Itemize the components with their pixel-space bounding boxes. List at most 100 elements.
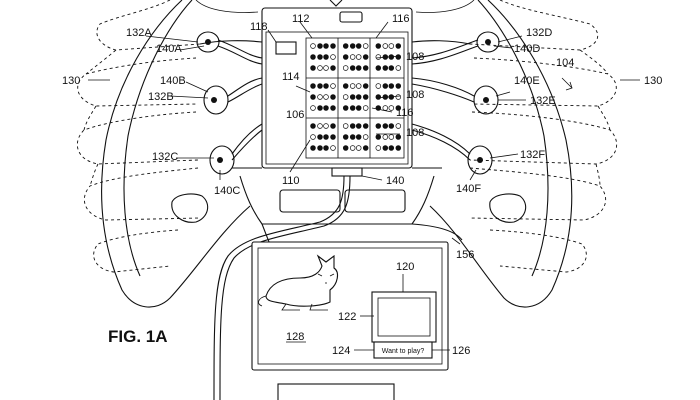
braille-dot bbox=[395, 65, 402, 71]
braille-dot bbox=[310, 54, 316, 60]
braille-dot bbox=[388, 123, 395, 129]
braille-dot bbox=[375, 94, 382, 100]
braille-dot bbox=[375, 123, 382, 129]
braille-dot bbox=[342, 83, 349, 89]
braille-dot bbox=[330, 105, 336, 111]
braille-dot bbox=[382, 83, 389, 89]
braille-dot bbox=[342, 94, 349, 100]
braille-dot bbox=[330, 94, 336, 100]
braille-dot bbox=[310, 43, 316, 49]
braille-dot bbox=[382, 105, 389, 111]
braille-dot bbox=[310, 94, 316, 100]
ref-112: 112 bbox=[292, 13, 310, 25]
braille-dot bbox=[323, 145, 329, 151]
braille-dot bbox=[388, 134, 395, 140]
actuators bbox=[196, 31, 500, 175]
braille-dot bbox=[342, 145, 349, 151]
braille-dot bbox=[349, 83, 356, 89]
braille-dot bbox=[395, 105, 402, 111]
braille-dot bbox=[375, 145, 382, 151]
ref-140C: 140C bbox=[214, 185, 240, 197]
braille-dot bbox=[388, 105, 395, 111]
ref-108-top: 108 bbox=[406, 51, 424, 63]
braille-dot bbox=[355, 105, 362, 111]
braille-dot bbox=[355, 65, 362, 71]
figure-label: FIG. 1A bbox=[108, 327, 168, 346]
ref-140D: 140D bbox=[514, 43, 540, 55]
braille-dot bbox=[317, 145, 323, 151]
braille-dot bbox=[355, 54, 362, 60]
ref-132D: 132D bbox=[526, 27, 552, 39]
braille-dot bbox=[317, 43, 323, 49]
ref-110: 110 bbox=[282, 175, 300, 187]
ref-140B: 140B bbox=[160, 75, 186, 87]
braille-dot bbox=[349, 94, 356, 100]
braille-dot bbox=[349, 54, 356, 60]
actuator-cables bbox=[217, 39, 479, 161]
braille-dot bbox=[355, 134, 362, 140]
braille-dot bbox=[362, 123, 369, 129]
braille-dot bbox=[310, 123, 316, 129]
braille-dot bbox=[382, 43, 389, 49]
braille-dot bbox=[382, 145, 389, 151]
braille-dot bbox=[395, 54, 402, 60]
braille-dot bbox=[323, 54, 329, 60]
ref-118: 118 bbox=[250, 21, 268, 33]
reference-labels: 132A 140A 130 140B 132B 132C 140C 118 11… bbox=[62, 13, 662, 357]
braille-dot bbox=[349, 134, 356, 140]
braille-dot bbox=[382, 65, 389, 71]
screen-prompt: Want to play? bbox=[382, 348, 425, 355]
braille-dot bbox=[330, 83, 336, 89]
braille-dot bbox=[323, 134, 329, 140]
ref-140: 140 bbox=[386, 175, 404, 187]
braille-dot bbox=[323, 43, 329, 49]
braille-dot bbox=[395, 145, 402, 151]
ref-128: 128 bbox=[286, 331, 304, 343]
braille-dot bbox=[388, 83, 395, 89]
braille-dot bbox=[375, 54, 382, 60]
braille-dot bbox=[317, 134, 323, 140]
ref-108-bot: 108 bbox=[406, 127, 424, 139]
braille-dot bbox=[349, 123, 356, 129]
braille-dot bbox=[362, 134, 369, 140]
ref-106: 106 bbox=[286, 109, 304, 121]
braille-dot bbox=[330, 43, 336, 49]
braille-dot bbox=[362, 54, 369, 60]
ref-132B: 132B bbox=[148, 91, 174, 103]
right-hand bbox=[469, 0, 618, 273]
braille-dot bbox=[317, 105, 323, 111]
ref-130-left: 130 bbox=[62, 75, 80, 87]
braille-dot bbox=[375, 134, 382, 140]
braille-dot bbox=[310, 65, 316, 71]
braille-dot bbox=[323, 94, 329, 100]
braille-dot bbox=[362, 43, 369, 49]
braille-dot bbox=[310, 134, 316, 140]
braille-dot bbox=[362, 83, 369, 89]
braille-dot bbox=[323, 83, 329, 89]
braille-dot bbox=[323, 65, 329, 71]
braille-dot bbox=[362, 65, 369, 71]
braille-dot bbox=[310, 105, 316, 111]
braille-dot bbox=[330, 54, 336, 60]
ref-116-top: 116 bbox=[392, 13, 410, 25]
braille-dot bbox=[355, 43, 362, 49]
braille-dot bbox=[342, 134, 349, 140]
braille-dot bbox=[342, 105, 349, 111]
braille-panel bbox=[261, 0, 413, 177]
braille-dot bbox=[323, 123, 329, 129]
ref-104: 104 bbox=[556, 57, 574, 69]
braille-dots bbox=[310, 43, 402, 151]
braille-dot bbox=[355, 123, 362, 129]
braille-dot bbox=[342, 123, 349, 129]
braille-dot bbox=[330, 65, 336, 71]
braille-dot bbox=[375, 43, 382, 49]
braille-dot bbox=[395, 134, 402, 140]
braille-dot bbox=[349, 65, 356, 71]
braille-dot bbox=[395, 94, 402, 100]
braille-dot bbox=[395, 43, 402, 49]
ref-132A: 132A bbox=[126, 27, 152, 39]
ref-130-right: 130 bbox=[644, 75, 662, 87]
ref-120: 120 bbox=[396, 261, 414, 273]
braille-dot bbox=[342, 65, 349, 71]
